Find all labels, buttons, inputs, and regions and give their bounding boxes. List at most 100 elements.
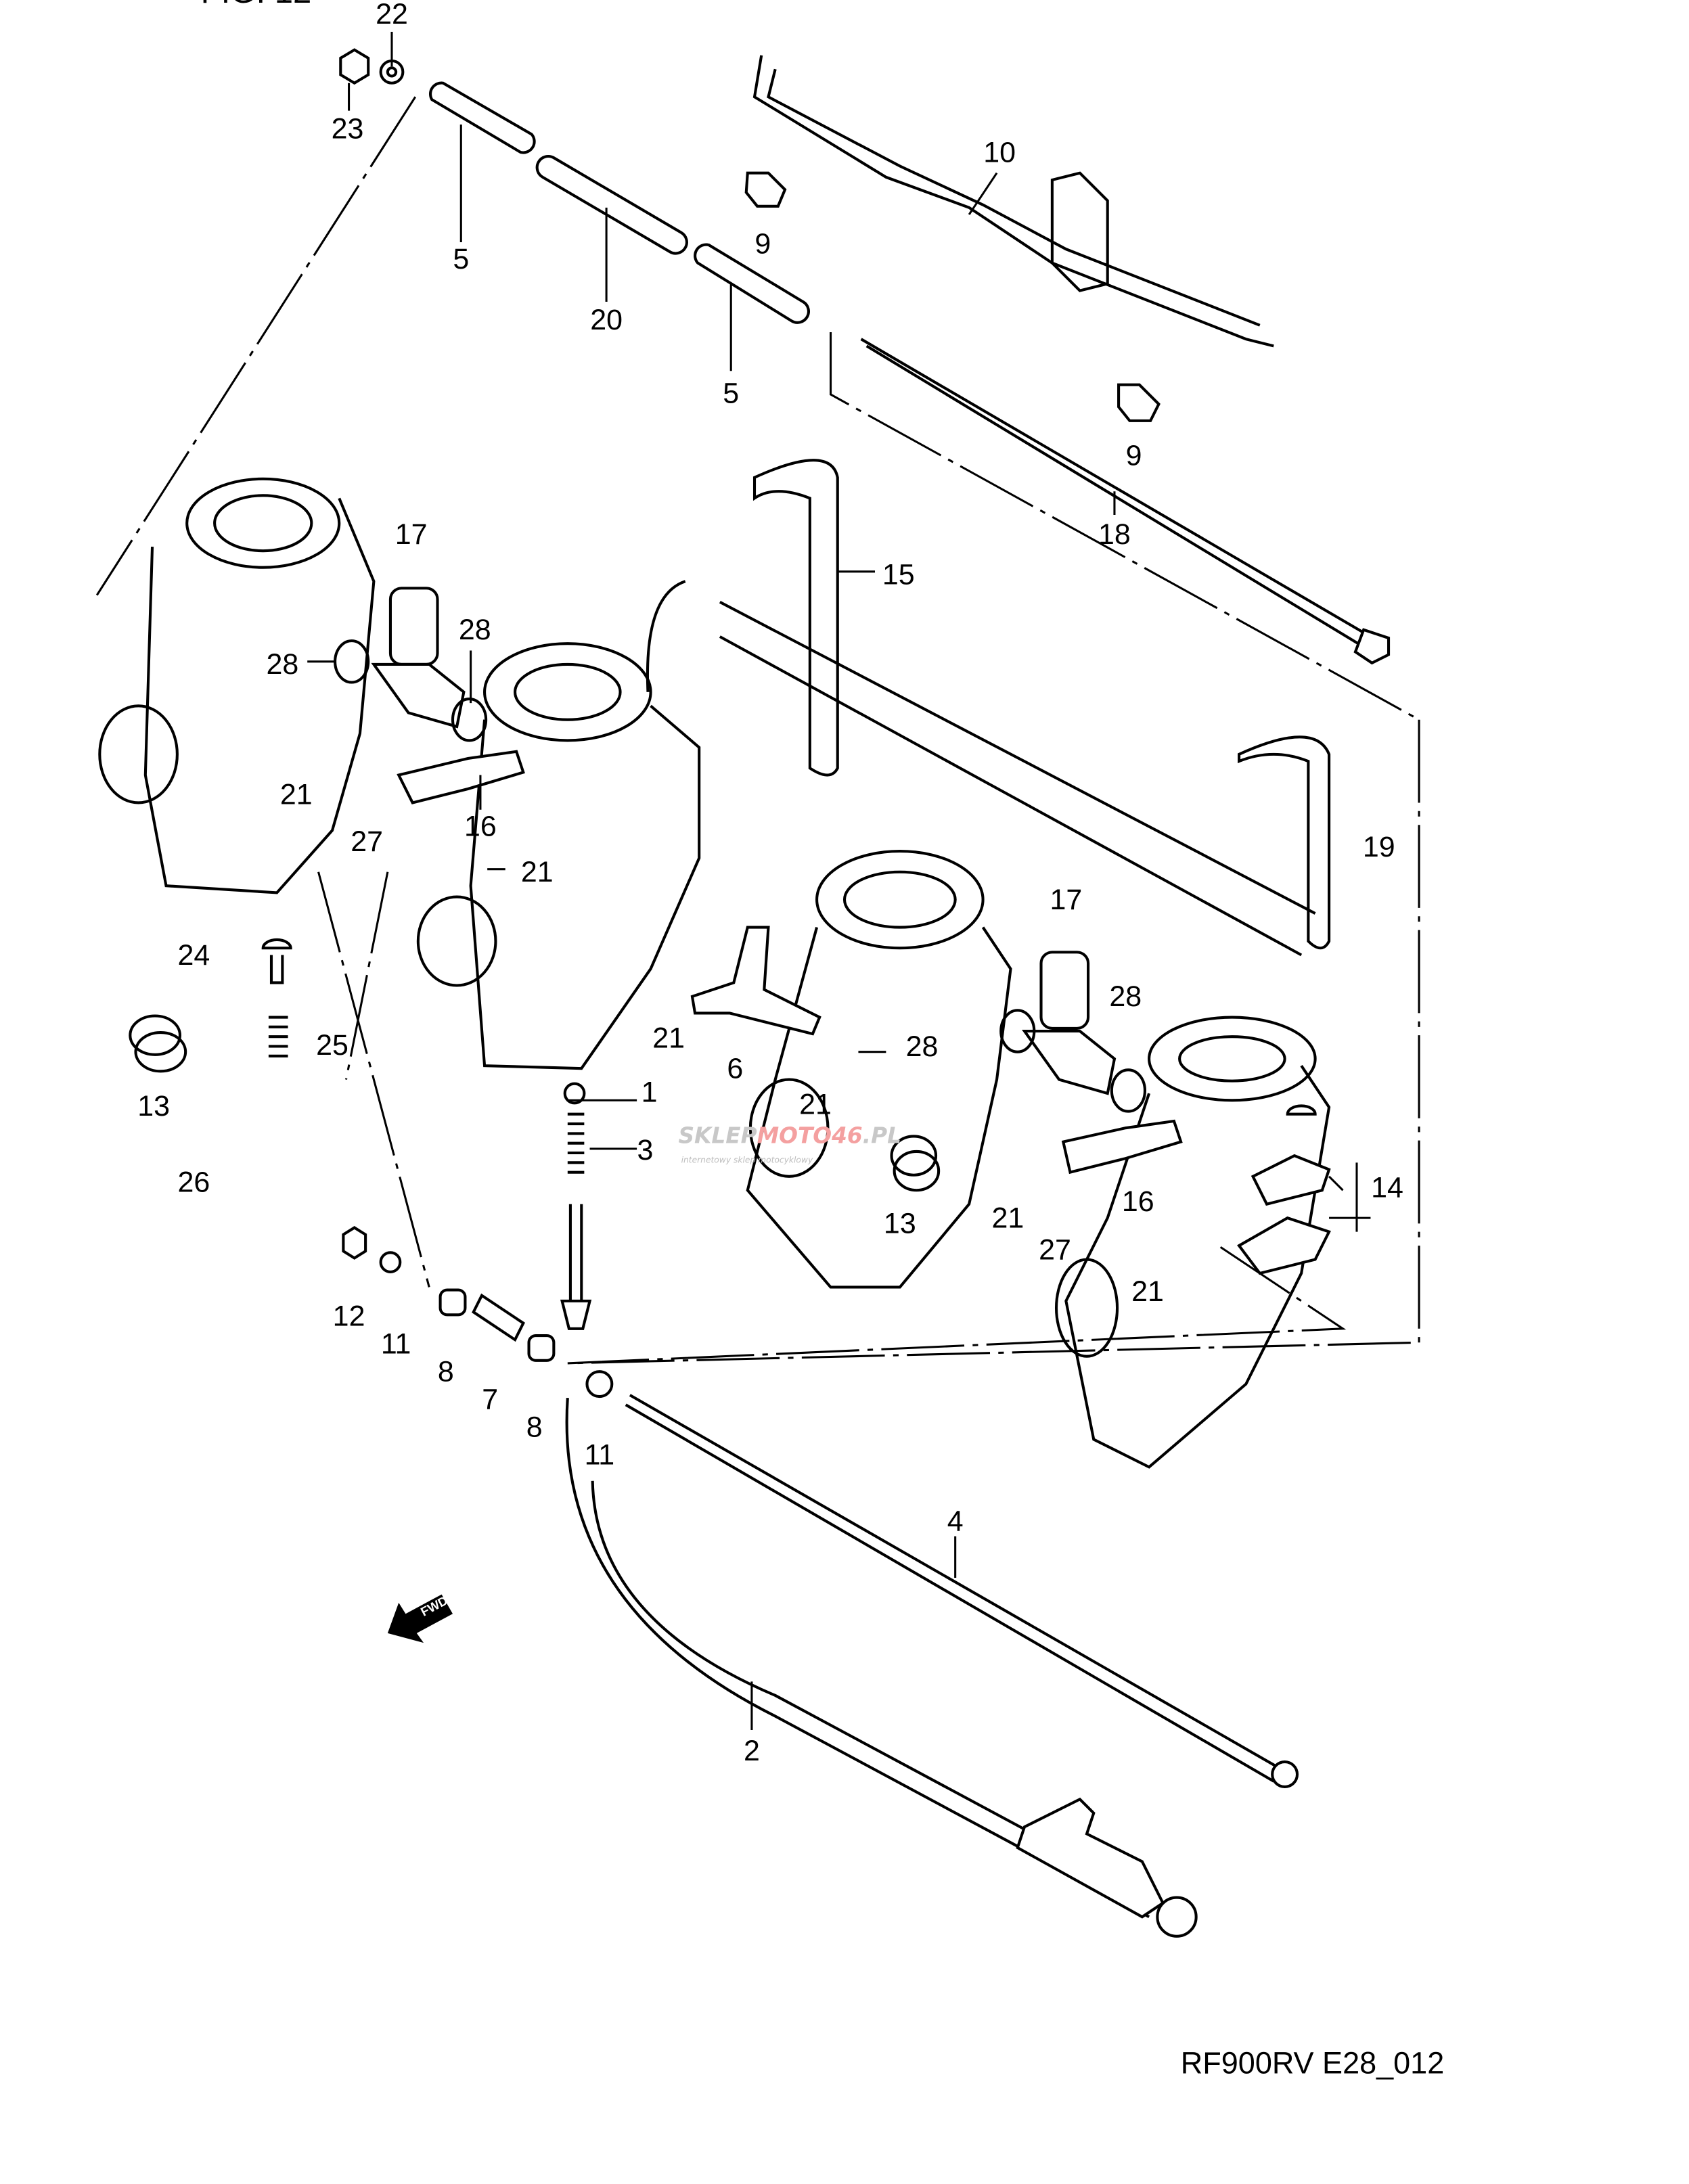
screw-pilot bbox=[560, 1204, 592, 1330]
callout: 21 bbox=[280, 779, 313, 811]
callout: 28 bbox=[1109, 980, 1142, 1013]
clip-9-right bbox=[1117, 383, 1161, 422]
carburetor-4 bbox=[1054, 1016, 1331, 1469]
rod-4 bbox=[625, 1394, 1282, 1783]
screw-24 bbox=[261, 938, 292, 984]
callout: 21 bbox=[652, 1022, 685, 1055]
callout: 1 bbox=[641, 1076, 658, 1108]
nut-23 bbox=[339, 48, 370, 85]
callout: 5 bbox=[723, 377, 739, 409]
fitting-17-left bbox=[371, 587, 466, 729]
callout: 12 bbox=[333, 1300, 365, 1333]
callout: 28 bbox=[459, 614, 491, 646]
crossbar bbox=[719, 601, 1316, 957]
o-ring-28 bbox=[999, 1009, 1036, 1053]
nut-12 bbox=[342, 1226, 367, 1260]
callout: 17 bbox=[395, 518, 428, 551]
watermark-logo: SKLEPMOTO46.PL internetowy sklep motocyk… bbox=[678, 1123, 901, 1165]
callout: 16 bbox=[1122, 1185, 1154, 1218]
spring-25 bbox=[268, 1016, 288, 1057]
o-ring-28 bbox=[451, 697, 488, 742]
hose-15 bbox=[646, 459, 839, 777]
watermark-red: MOTO46 bbox=[757, 1123, 863, 1149]
callout: 9 bbox=[755, 227, 771, 260]
callout: 26 bbox=[178, 1166, 210, 1198]
fitting-17-right bbox=[1021, 951, 1117, 1095]
callout: 19 bbox=[1363, 831, 1395, 863]
callout: 13 bbox=[884, 1208, 916, 1240]
rod-18 bbox=[860, 338, 1372, 650]
bracket-14 bbox=[1237, 1154, 1331, 1275]
callout: 3 bbox=[637, 1134, 653, 1166]
figure-title: FIG. 12 bbox=[201, 0, 312, 10]
collar-8 bbox=[438, 1288, 467, 1317]
callout: 25 bbox=[316, 1029, 348, 1062]
watermark-brand: SKLEPMOTO46.PL bbox=[678, 1123, 901, 1149]
callout: 27 bbox=[351, 825, 383, 858]
callout: 18 bbox=[1098, 518, 1131, 551]
callout: 21 bbox=[521, 856, 554, 888]
callout: 2 bbox=[744, 1735, 760, 1767]
callout: 9 bbox=[1126, 439, 1142, 472]
spring-13-left bbox=[129, 1014, 187, 1073]
callout: 13 bbox=[137, 1090, 170, 1122]
carburetor-3 bbox=[746, 850, 1012, 1289]
leader-lines bbox=[307, 32, 1371, 1232]
carburetor-1 bbox=[98, 477, 376, 894]
cable-2 bbox=[565, 1397, 1150, 1918]
callout: 16 bbox=[464, 811, 497, 843]
bracket-10 bbox=[752, 55, 1274, 348]
callout: 17 bbox=[1050, 884, 1082, 916]
hose-19 bbox=[1238, 735, 1331, 950]
collar-8 bbox=[527, 1334, 556, 1362]
leader-lines bbox=[750, 1536, 957, 1731]
callout: 11 bbox=[585, 1438, 615, 1471]
callout: 15 bbox=[882, 558, 915, 591]
watermark-suffix: .PL bbox=[863, 1123, 901, 1149]
callout: 23 bbox=[332, 113, 364, 145]
callout: 21 bbox=[992, 1202, 1024, 1234]
hose-5-top bbox=[429, 81, 536, 154]
callout: 11 bbox=[381, 1328, 411, 1361]
hose-5-mid bbox=[694, 243, 810, 324]
fwd-arrow-icon: FWD bbox=[387, 1593, 453, 1643]
fitting-16-left bbox=[397, 750, 525, 804]
callout: 24 bbox=[178, 939, 210, 972]
callout: 4 bbox=[947, 1505, 964, 1537]
t-fitting-6 bbox=[690, 926, 821, 1036]
washer-11 bbox=[379, 1251, 402, 1273]
diagram-code: RF900RV E28_012 bbox=[1181, 2045, 1444, 2080]
washer-11 bbox=[585, 1370, 614, 1398]
screw-14 bbox=[1286, 1104, 1317, 1116]
watermark-tagline: internetowy sklep motocyklowy bbox=[681, 1155, 813, 1164]
callout: 28 bbox=[266, 648, 298, 681]
carburetor-2 bbox=[416, 642, 701, 1070]
callout: 8 bbox=[526, 1411, 543, 1443]
sleeve-7 bbox=[472, 1293, 525, 1342]
callout: 5 bbox=[453, 243, 469, 275]
callout: 27 bbox=[1039, 1234, 1071, 1267]
washer-1 bbox=[563, 1082, 586, 1105]
callout: 20 bbox=[590, 304, 623, 336]
o-ring-28 bbox=[1110, 1068, 1147, 1113]
watermark-gray: SKLEP bbox=[678, 1123, 757, 1149]
guide-lines bbox=[95, 96, 1420, 1365]
callout: 6 bbox=[727, 1053, 743, 1085]
clip-9-top bbox=[744, 171, 787, 208]
callout: 21 bbox=[1131, 1275, 1164, 1308]
spring-13-right bbox=[890, 1135, 941, 1192]
spring-3 bbox=[567, 1112, 585, 1174]
fitting-16-right bbox=[1061, 1119, 1183, 1175]
callouts: 22 23 5 20 9 10 5 9 18 15 17 28 28 21 16… bbox=[137, 0, 1403, 1767]
callout: 8 bbox=[438, 1356, 454, 1388]
callout: 22 bbox=[376, 0, 408, 30]
o-ring-28 bbox=[334, 639, 370, 684]
callout: 7 bbox=[482, 1383, 498, 1415]
callout: 10 bbox=[983, 136, 1016, 168]
hose-20 bbox=[535, 155, 688, 255]
callout: 28 bbox=[906, 1030, 939, 1063]
callout: 14 bbox=[1371, 1171, 1403, 1204]
callout: 21 bbox=[799, 1089, 832, 1121]
